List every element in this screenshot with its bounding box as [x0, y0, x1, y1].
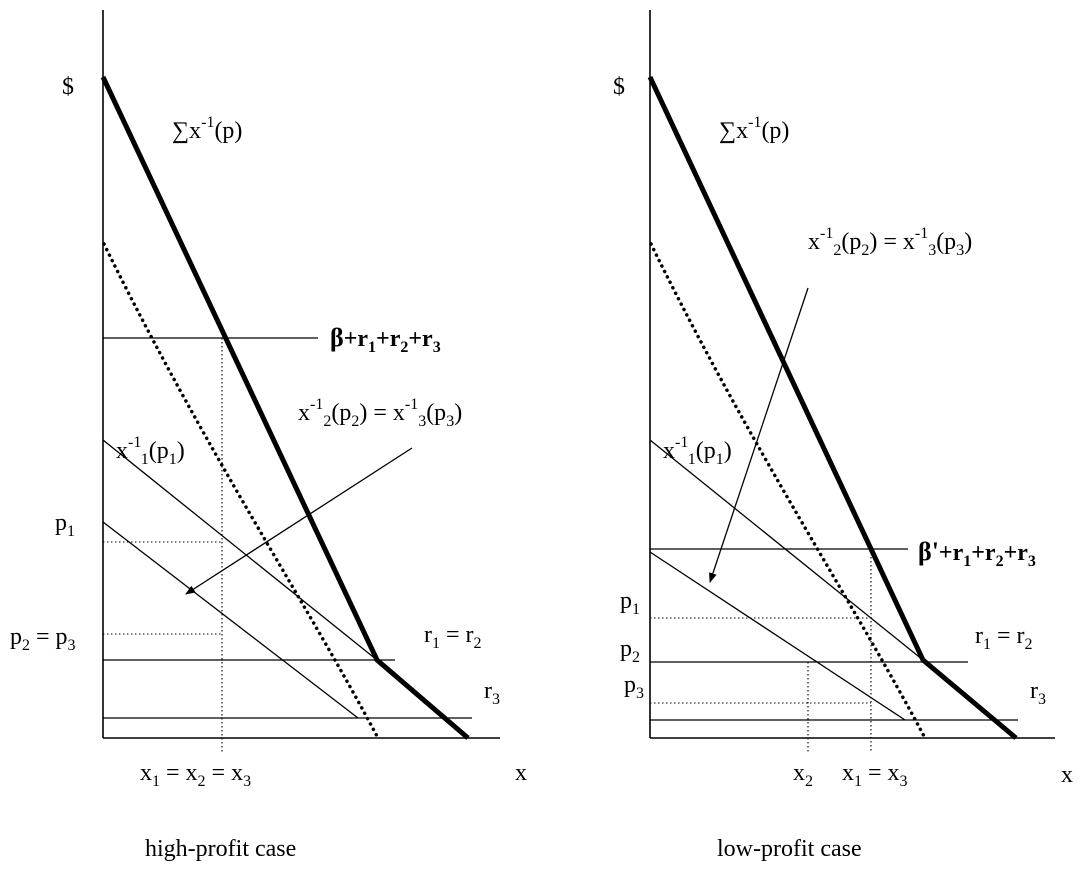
right-p1-label: p1 — [620, 588, 640, 618]
left-y-axis-label: $ — [62, 74, 74, 100]
right-p2-label: p2 — [620, 636, 640, 666]
left-panel: $ x ∑x-1(p) β+r1+r2+r3 x-12(p2) = x-13(p… — [10, 10, 527, 862]
right-r3-label: r3 — [1030, 678, 1046, 708]
left-x-axis-label: x — [515, 760, 527, 786]
left-pointer-arrow — [185, 447, 413, 595]
right-caption: low-profit case — [717, 836, 862, 862]
left-caption: high-profit case — [145, 836, 296, 862]
left-p23-label: p2 = p3 — [10, 624, 76, 654]
right-dotted-demand-curve — [649, 242, 927, 740]
left-x2-inverse-line — [102, 521, 359, 719]
left-sum-curve-label: ∑x-1(p) — [172, 114, 242, 144]
right-equality-label: x-12(p2) = x-13(p3) — [808, 225, 972, 259]
left-cap-label: β+r1+r2+r3 — [330, 323, 441, 356]
left-x1-inverse-line — [102, 439, 378, 661]
right-y-axis-label: $ — [613, 74, 625, 100]
right-x2-label: x2 — [793, 760, 813, 790]
right-p3-label: p3 — [624, 672, 644, 702]
right-pointer-arrow — [709, 287, 809, 583]
right-aggregate-demand-curve — [647, 75, 1018, 740]
right-x1-inverse-line — [649, 439, 924, 661]
right-r12-label: r1 = r2 — [975, 623, 1033, 653]
right-x-axis-label: x — [1061, 762, 1073, 788]
right-cap-label: β'+r1+r2+r3 — [918, 537, 1036, 570]
right-panel: $ x ∑x-1(p) x-12(p2) = x-13(p3) x-11(p1)… — [613, 10, 1073, 862]
right-x1-curve-label: x-11(p1) — [663, 434, 732, 468]
left-r3-label: r3 — [484, 678, 500, 708]
left-equality-label: x-12(p2) = x-13(p3) — [298, 396, 462, 430]
left-r12-label: r1 = r2 — [424, 622, 482, 652]
left-dotted-demand-curve — [102, 242, 380, 740]
right-x2-inverse-line — [649, 551, 906, 721]
right-x13-label: x1 = x3 — [842, 760, 908, 790]
left-x1-curve-label: x-11(p1) — [116, 434, 185, 468]
right-sum-curve-label: ∑x-1(p) — [719, 114, 789, 144]
left-x-equal-label: x1 = x2 = x3 — [140, 760, 251, 790]
left-p1-label: p1 — [55, 510, 75, 540]
